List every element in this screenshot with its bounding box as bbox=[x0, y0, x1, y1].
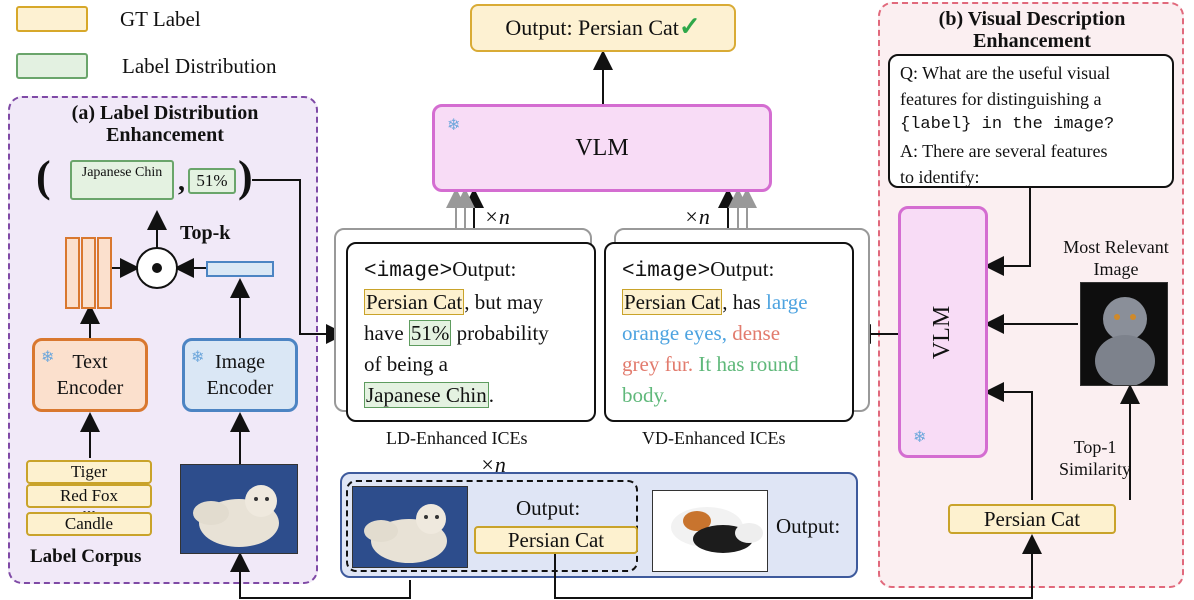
image-encoder: ❄ Image Encoder bbox=[182, 338, 298, 412]
ld-text: , but may bbox=[464, 290, 543, 314]
most-relevant-caption: Most Relevant Image bbox=[1048, 236, 1184, 280]
cat-photo bbox=[180, 464, 298, 554]
ld-gt-label: Persian Cat bbox=[364, 289, 465, 315]
tuple-label-box: Japanese Chin bbox=[70, 160, 174, 200]
vd-ice-caption: VD-Enhanced ICEs bbox=[642, 428, 786, 448]
top1-line1: Top-1 bbox=[1073, 437, 1117, 457]
text-feature-bar bbox=[97, 237, 112, 309]
legend-gt-label: GT Label bbox=[120, 7, 201, 31]
ld-text: . bbox=[488, 383, 494, 407]
tuple-prob: 51% bbox=[188, 168, 236, 194]
vd-ice-card: <image>Output: Persian Cat, has large or… bbox=[604, 242, 854, 422]
vd-desc-eyes: large bbox=[765, 290, 808, 314]
qa-line: A: There are several features bbox=[900, 141, 1108, 161]
tuple-label: Japanese Chin bbox=[81, 165, 163, 180]
image-token: <image> bbox=[622, 260, 711, 283]
ld-alt-label: Japanese Chin bbox=[364, 382, 489, 408]
qa-line: Q: What are the useful visual bbox=[900, 63, 1111, 83]
vd-gt-label: Persian Cat bbox=[622, 289, 723, 315]
ld-text: probability bbox=[451, 321, 549, 345]
times-n-vd: ×n bbox=[684, 204, 710, 229]
qa-line: to identify: bbox=[900, 167, 980, 187]
query-cat-photo bbox=[652, 490, 768, 572]
panel-a-title-line2: Enhancement bbox=[106, 124, 224, 146]
query-output-word-2: Output: bbox=[776, 514, 841, 538]
vd-desc-body: It has round bbox=[693, 352, 799, 376]
vd-text: , has bbox=[722, 290, 766, 314]
corpus-item: Candle bbox=[26, 512, 152, 536]
top1-line2: Similarity bbox=[1059, 459, 1131, 479]
panel-b-title-line2: Enhancement bbox=[973, 30, 1091, 52]
snowflake-icon: ❄ bbox=[447, 117, 461, 134]
top1-similarity-caption: Top-1 Similarity bbox=[1040, 436, 1150, 480]
text-feature-bar bbox=[65, 237, 80, 309]
ld-ice-caption: LD-Enhanced ICEs bbox=[386, 428, 528, 448]
panel-a-title-line1: (a) Label Distribution bbox=[71, 102, 259, 124]
corpus-item: Red Fox bbox=[26, 484, 152, 508]
ld-text: of being a bbox=[364, 352, 448, 376]
corpus-item: Tiger bbox=[26, 460, 152, 484]
vlm-center-label: VLM bbox=[575, 134, 629, 161]
topk-label: Top-k bbox=[180, 222, 231, 244]
image-feature-bar bbox=[206, 261, 274, 277]
vd-desc-body: body. bbox=[622, 383, 668, 407]
text-encoder: ❄ Text Encoder bbox=[32, 338, 148, 412]
vd-desc-fur: dense bbox=[726, 321, 781, 345]
persian-cat-label: Persian Cat bbox=[948, 504, 1116, 534]
vd-desc-eyes: orange eyes, bbox=[622, 321, 727, 345]
panel-b-title: (b) Visual Description Enhancement bbox=[886, 8, 1178, 52]
ld-ice-card: <image>Output: Persian Cat, but may have… bbox=[346, 242, 596, 422]
final-output-box: Output: Persian Cat✓ bbox=[470, 4, 736, 52]
snowflake-icon: ❄ bbox=[191, 349, 205, 366]
panel-a-title: (a) Label Distribution Enhancement bbox=[20, 102, 310, 146]
image-token: <image> bbox=[364, 260, 453, 283]
cat-photo bbox=[352, 486, 468, 568]
query-example-group bbox=[346, 480, 638, 572]
times-n-ld: ×n bbox=[484, 204, 510, 229]
question-answer-prompt: Q: What are the useful visual features f… bbox=[888, 54, 1174, 188]
tuple-close-paren: ) bbox=[238, 152, 253, 201]
qa-line: features for distinguishing a bbox=[900, 89, 1102, 109]
vlm-right-label: VLM bbox=[929, 305, 956, 359]
vlm-center: ❄ VLM bbox=[432, 104, 772, 192]
snowflake-icon: ❄ bbox=[41, 349, 55, 366]
most-relevant-line1: Most Relevant bbox=[1063, 237, 1169, 257]
image-encoder-line1: Image bbox=[215, 351, 265, 373]
qa-line: {label} in the image? bbox=[900, 115, 1115, 134]
vlm-right: VLM ❄ bbox=[898, 206, 988, 458]
image-encoder-line2: Encoder bbox=[206, 377, 274, 399]
tuple-open-paren: ( bbox=[36, 152, 51, 201]
vd-output-word: Output: bbox=[710, 257, 775, 281]
panel-b-title-line1: (b) Visual Description bbox=[938, 8, 1126, 30]
times-n-query: ×n bbox=[480, 452, 506, 477]
ld-text: have bbox=[364, 321, 409, 345]
legend-ld-swatch bbox=[16, 53, 88, 79]
text-encoder-line1: Text bbox=[72, 351, 108, 373]
legend-gt-swatch bbox=[16, 6, 88, 32]
most-relevant-cat-photo bbox=[1080, 282, 1168, 386]
query-gt-label: Persian Cat bbox=[474, 526, 638, 554]
label-corpus-caption: Label Corpus bbox=[30, 546, 142, 567]
final-output-text: Output: Persian Cat bbox=[505, 15, 679, 40]
legend-ld-label: Label Distribution bbox=[122, 54, 277, 78]
most-relevant-line2: Image bbox=[1093, 259, 1139, 279]
checkmark-icon: ✓ bbox=[678, 12, 701, 41]
query-output-word: Output: bbox=[516, 496, 581, 520]
text-feature-bar bbox=[81, 237, 96, 309]
text-encoder-line2: Encoder bbox=[56, 377, 124, 399]
vd-desc-fur: grey fur. bbox=[622, 352, 694, 376]
ld-output-word: Output: bbox=[452, 257, 517, 281]
tuple-comma: , bbox=[178, 166, 185, 197]
ld-prob: 51% bbox=[408, 320, 452, 346]
snowflake-icon: ❄ bbox=[913, 429, 927, 446]
